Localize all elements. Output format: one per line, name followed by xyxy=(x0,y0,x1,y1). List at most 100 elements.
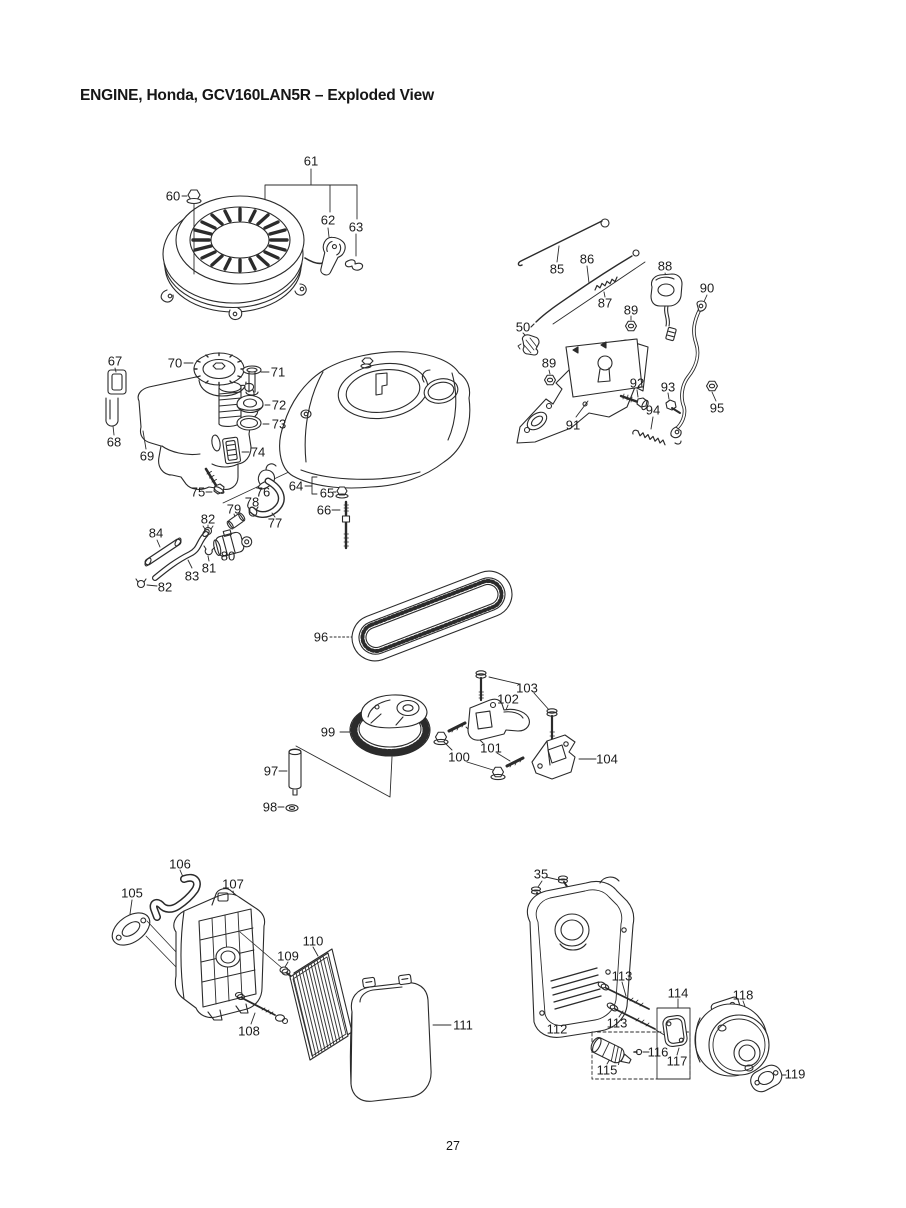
part-105-gasket xyxy=(111,899,178,968)
part-118-muffler xyxy=(694,996,770,1077)
part-label-103: 103 xyxy=(516,680,538,696)
part-75-bolt xyxy=(204,467,225,495)
part-label-61: 61 xyxy=(303,153,319,169)
part-label-116: 116 xyxy=(647,1044,669,1060)
part-label-95: 95 xyxy=(709,400,725,416)
part-label-93: 93 xyxy=(660,379,676,395)
part-label-72: 72 xyxy=(271,397,287,413)
part-label-75: 75 xyxy=(190,484,206,500)
part-label-67: 67 xyxy=(107,353,123,369)
part-label-107: 107 xyxy=(222,876,244,892)
part-label-85: 85 xyxy=(549,261,565,277)
part-label-101: 101 xyxy=(480,740,502,756)
part-label-89b: 89 xyxy=(541,355,557,371)
part-label-110: 110 xyxy=(302,933,324,949)
part-93-bolt xyxy=(665,392,681,414)
part-label-118: 118 xyxy=(732,987,754,1003)
part-78-clip xyxy=(247,506,259,517)
part-102-bracket-lever xyxy=(467,698,530,741)
part-96-drive-belt xyxy=(329,570,513,662)
part-label-104: 104 xyxy=(596,751,618,767)
part-label-109: 109 xyxy=(277,948,299,964)
part-label-35: 35 xyxy=(533,866,549,882)
part-90-choke-lever xyxy=(670,294,708,439)
part-89-nut-upper xyxy=(624,315,638,332)
part-73-ring xyxy=(236,415,270,431)
part-88-stop-switch xyxy=(650,272,683,342)
part-label-62: 62 xyxy=(320,212,336,228)
part-89-nut-lower xyxy=(543,369,557,386)
part-112-muffler-protector xyxy=(526,876,635,1038)
part-64-engine-cover xyxy=(279,351,471,495)
part-104-bracket xyxy=(531,734,597,780)
part-label-84: 84 xyxy=(148,525,164,541)
part-label-88: 88 xyxy=(657,258,673,274)
part-label-114: 114 xyxy=(667,985,689,1001)
part-label-97: 97 xyxy=(263,763,279,779)
part-label-81: 81 xyxy=(201,560,217,576)
part-label-117: 117 xyxy=(666,1053,688,1069)
part-label-111: 111 xyxy=(453,1017,473,1033)
part-91-control-plate xyxy=(516,338,649,444)
part-70-fuel-cap xyxy=(183,352,255,397)
part-label-98: 98 xyxy=(262,799,278,815)
part-label-94: 94 xyxy=(645,402,661,418)
part-62-starter-grip xyxy=(304,236,346,276)
part-label-69: 69 xyxy=(139,448,155,464)
part-label-64: 64 xyxy=(288,478,304,494)
part-label-77: 77 xyxy=(267,515,283,531)
part-label-68: 68 xyxy=(106,434,122,450)
part-83-fuel-tube xyxy=(152,528,210,581)
part-label-65: 65 xyxy=(319,485,335,501)
part-106-breather-tube xyxy=(149,869,201,921)
part-66-stud-bolt xyxy=(331,500,351,550)
part-94-spring xyxy=(632,416,682,446)
part-label-70: 70 xyxy=(167,355,183,371)
part-86-rod xyxy=(530,249,646,328)
part-107-air-cleaner-case xyxy=(173,888,283,1021)
part-label-112: 112 xyxy=(546,1021,568,1037)
part-label-115: 115 xyxy=(596,1062,618,1078)
part-label-50: 50 xyxy=(515,319,531,335)
part-79-joint xyxy=(226,512,246,530)
part-98-washer xyxy=(277,804,299,812)
part-label-119: 119 xyxy=(784,1066,806,1082)
part-label-105: 105 xyxy=(121,885,143,901)
part-label-76: 76 xyxy=(255,484,271,500)
part-117-plate xyxy=(662,1014,688,1056)
part-label-78: 78 xyxy=(244,494,260,510)
part-116-screw xyxy=(633,1048,650,1056)
part-92-bolt xyxy=(619,389,649,411)
part-label-82a: 82 xyxy=(200,511,216,527)
part-80-fuel-valve xyxy=(213,529,253,557)
part-label-102: 102 xyxy=(497,691,519,707)
part-67-clip xyxy=(107,367,127,395)
part-label-92: 92 xyxy=(629,375,645,391)
part-label-90: 90 xyxy=(699,280,715,296)
part-label-96: 96 xyxy=(313,629,329,645)
part-74-clip xyxy=(222,436,242,465)
part-label-113a: 113 xyxy=(611,968,633,984)
part-99-pulley xyxy=(295,694,431,798)
part-71-fuel-strainer xyxy=(242,365,270,396)
part-95-nut xyxy=(705,380,719,402)
part-label-71: 71 xyxy=(270,364,286,380)
part-label-66: 66 xyxy=(316,502,332,518)
part-label-63: 63 xyxy=(348,219,364,235)
part-label-73: 73 xyxy=(271,416,287,432)
part-84-tube xyxy=(144,537,182,567)
part-label-106: 106 xyxy=(169,856,191,872)
part-119-gasket xyxy=(750,1064,787,1093)
page-number: 27 xyxy=(446,1139,460,1153)
part-label-89a: 89 xyxy=(623,302,639,318)
part-label-87: 87 xyxy=(597,295,613,311)
part-65-nut xyxy=(332,486,349,499)
part-85-rod xyxy=(517,218,610,267)
part-label-99: 99 xyxy=(320,724,336,740)
part-label-74: 74 xyxy=(250,444,266,460)
part-72-grommet xyxy=(236,394,271,414)
part-label-79: 79 xyxy=(226,501,242,517)
part-label-113b: 113 xyxy=(606,1015,628,1031)
